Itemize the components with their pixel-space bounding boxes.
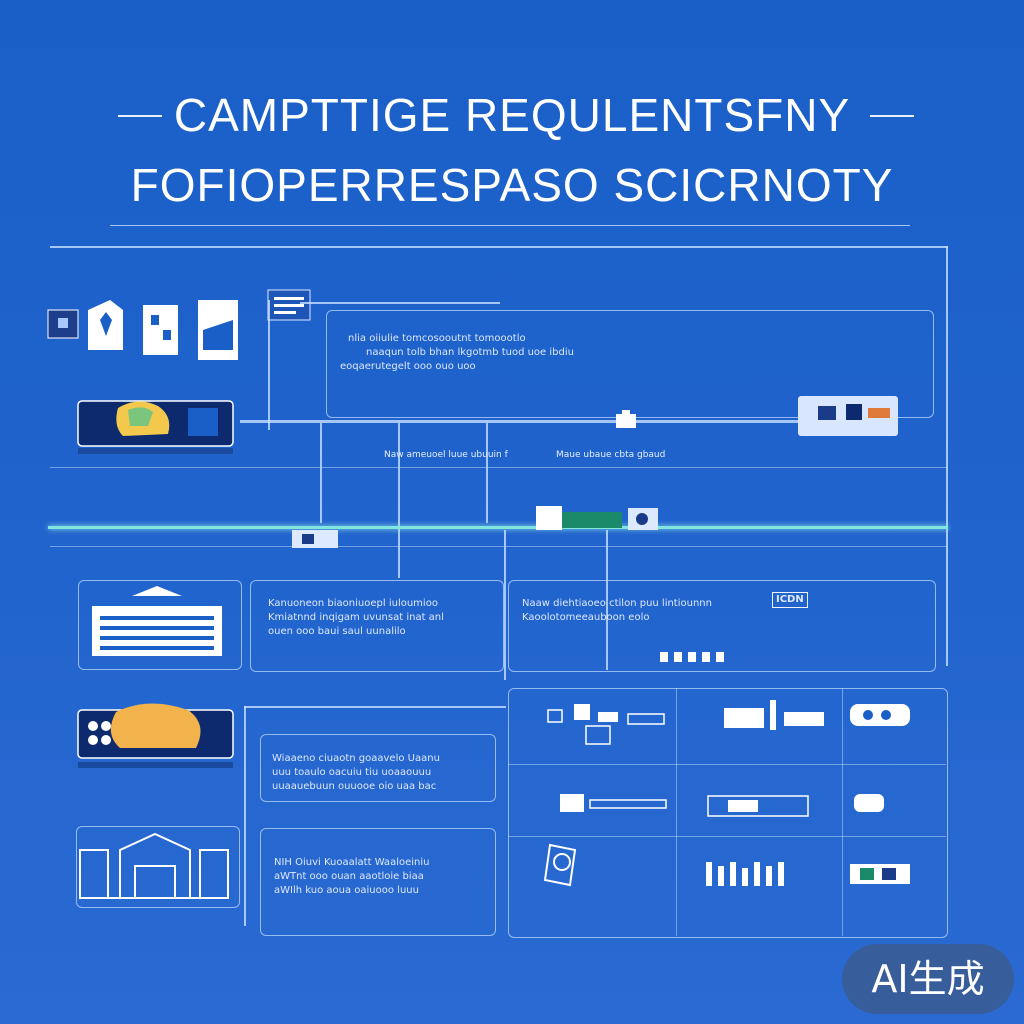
mid-controller-icon (536, 506, 658, 530)
mid-right-line-1: Naaw diehtiaoeo ctilon puu lintiounnn (522, 598, 712, 609)
grid-device-2-icon (724, 700, 824, 730)
low-text-panel-2 (260, 828, 496, 936)
grid-device-8-icon (706, 862, 784, 886)
equipment-grid-panel (508, 688, 948, 938)
plant-icon (79, 832, 229, 899)
document-icon (267, 289, 311, 321)
low-1-line-3: uuaauebuun ouuooe oio uaa bac (272, 781, 437, 792)
building-icon-card (78, 580, 242, 670)
top-caption-right: Maue ubaue cbta gbaud (556, 450, 666, 460)
mid-right-text-panel (508, 580, 936, 672)
connector-lower-vertical (244, 706, 246, 926)
grid-device-5-icon (707, 795, 809, 817)
connector-v-4 (504, 530, 506, 680)
building-icon (92, 586, 222, 656)
machine-lower-icon (77, 703, 234, 768)
connector-v-3 (486, 423, 488, 523)
low-2-line-2: aWTnt ooo ouan aaotloie biaa (274, 871, 424, 882)
top-block-line-1: nlia oiiulie tomcosooutnt tomoootlo (348, 333, 526, 344)
grid-device-3-icon (850, 704, 910, 726)
low-2-line-1: NIH Oiuvi Kuoaalatt Waaloeiniu (274, 857, 430, 868)
valve-icon (616, 410, 636, 428)
plant-icon-card (76, 826, 240, 908)
glow-pipeline (48, 526, 948, 529)
frame-row-1 (50, 467, 948, 468)
connector-lower-horizontal (244, 706, 506, 708)
mid-left-text-panel (250, 580, 504, 672)
frame-row-2 (50, 546, 948, 547)
grid-device-1-icon (547, 704, 665, 745)
title-line-1: CAMPTTIGE REQULENTSFNY (173, 89, 851, 141)
machine-left-icon (77, 400, 234, 454)
title-dash-left (118, 115, 162, 117)
grid-row-line-1 (508, 764, 946, 765)
ai-generated-badge: AI生成 (842, 944, 1014, 1014)
low-text-panel-1 (260, 734, 496, 802)
frame-top (50, 246, 948, 248)
low-1-line-1: Wiaaeno ciuaotn goaavelo Uaanu (272, 753, 440, 764)
frame-right (946, 246, 948, 666)
factory-cluster-icon (47, 300, 238, 360)
mid-valve-icon (292, 530, 338, 548)
title-underline (110, 225, 910, 226)
top-block-line-3: eoqaerutegelt ooo ouo uoo (340, 361, 476, 372)
top-block-line-2: naaqun tolb bhan lkgotmb tuod uoe ibdiu (366, 347, 574, 358)
main-pipe (240, 420, 810, 423)
connector-v-5 (606, 530, 608, 670)
machine-right-icon (798, 396, 898, 436)
mid-right-tag: ICDN (772, 592, 808, 608)
grid-device-7-icon (543, 843, 577, 887)
grid-device-4-icon (560, 794, 667, 812)
connector-v-1 (320, 423, 322, 523)
title-dash-right (870, 115, 914, 117)
connector-left-vertical (268, 300, 270, 430)
connector-top-horizontal (300, 302, 500, 304)
top-caption-left: Naw ameuoel luue ubuuin f (384, 450, 508, 460)
mid-right-line-2: Kaoolotomeeauboon eolo (522, 612, 650, 623)
low-1-line-2: uuu toaulo oacuiu tiu uoaaouuu (272, 767, 432, 778)
connector-v-2 (398, 423, 400, 578)
grid-row-line-2 (508, 836, 946, 837)
grid-col-line-2 (842, 688, 843, 936)
mid-left-line-3: ouen ooo baui saul uunalilo (268, 626, 406, 637)
mid-right-meter-icon (660, 652, 724, 662)
grid-device-6-icon (854, 794, 884, 812)
title-line-2: FOFIOPERRESPASO SCICRNOTY (130, 159, 894, 211)
mid-left-line-1: Kanuoneon biaoniuoepl iuloumioo (268, 598, 438, 609)
grid-device-9-icon (850, 864, 910, 884)
mid-left-line-2: Kmiatnnd inqigam uvunsat inat anl (268, 612, 444, 623)
low-2-line-3: aWIlh kuo aoua oaiuooo luuu (274, 885, 419, 896)
grid-col-line-1 (676, 688, 677, 936)
